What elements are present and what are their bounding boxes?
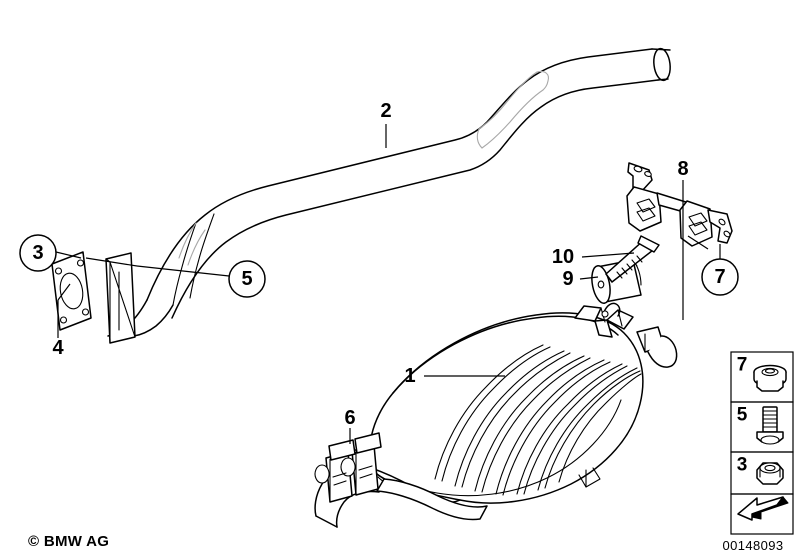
callout-circle-7 bbox=[701, 258, 739, 296]
legend-label-5: 5 bbox=[737, 405, 748, 426]
front-exhaust-pipe-graphic bbox=[107, 47, 671, 337]
callout-label-1: 1 bbox=[404, 365, 415, 387]
callout-label-4: 4 bbox=[52, 337, 64, 359]
rubber-mounting-bracket-graphic bbox=[626, 162, 733, 247]
pipe-clamp-graphic bbox=[314, 432, 382, 503]
silencer-inlet-pipe-graphic bbox=[314, 432, 382, 528]
diagram-number: 00148093 bbox=[722, 538, 784, 553]
hex-bolt-icon bbox=[756, 406, 784, 445]
callout-numbers: 1 2 3 4 5 6 7 8 9 10 bbox=[32, 100, 725, 429]
callout-label-8: 8 bbox=[677, 158, 688, 180]
callout-label-7: 7 bbox=[714, 266, 725, 288]
callout-label-9: 9 bbox=[562, 268, 573, 290]
callout-circle-3 bbox=[19, 234, 57, 272]
callout-label-3: 3 bbox=[32, 242, 43, 264]
hex-nut-icon bbox=[756, 462, 784, 485]
callout-label-2: 2 bbox=[380, 100, 391, 122]
leader-lines bbox=[55, 124, 721, 444]
callout-circle-5 bbox=[228, 260, 266, 298]
legend-label-7: 7 bbox=[737, 355, 748, 376]
copyright-notice: © BMW AG bbox=[28, 533, 110, 550]
rear-silencer-graphic bbox=[368, 312, 644, 521]
callout-label-10: 10 bbox=[552, 246, 574, 268]
direction-arrow-icon bbox=[737, 496, 789, 521]
silencer-hanger-tabs-graphic bbox=[574, 302, 678, 368]
callout-label-6: 6 bbox=[344, 407, 355, 429]
flanged-nut-icon bbox=[753, 364, 787, 392]
callout-circles bbox=[19, 234, 739, 298]
legend-cell-arrow bbox=[730, 493, 794, 535]
legend-label-3: 3 bbox=[737, 455, 748, 476]
flange-gasket-graphic bbox=[51, 251, 92, 331]
hex-bolt-mount-graphic bbox=[605, 235, 660, 283]
legend-box: 7 5 3 bbox=[730, 351, 794, 535]
callout-label-5: 5 bbox=[241, 268, 252, 290]
front-pipe-flange-graphic bbox=[105, 252, 136, 344]
